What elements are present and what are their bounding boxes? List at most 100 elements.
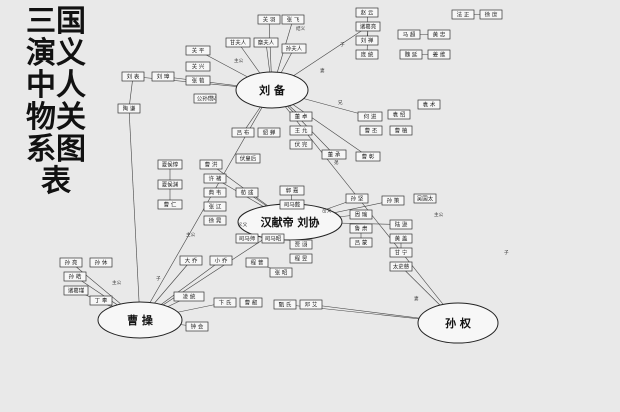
center-sunquan[interactable]: 孙 权	[417, 302, 499, 344]
person-box	[299, 299, 323, 310]
person-node-n26[interactable]: 王 允	[289, 125, 313, 136]
person-node-n54[interactable]: 周 瑜	[349, 209, 373, 220]
person-node-n35[interactable]: 曹 彰	[355, 151, 381, 162]
person-node-n42[interactable]: 张 辽	[203, 201, 227, 212]
person-node-n73[interactable]: 甄 氏	[273, 299, 297, 310]
person-node-n64[interactable]: 张 昭	[269, 267, 293, 278]
person-node-n49[interactable]: 贾 诩	[289, 239, 313, 250]
person-node-n7[interactable]: 马 超	[397, 29, 421, 40]
person-node-n72[interactable]: 曹 叡	[239, 297, 263, 308]
person-node-n30[interactable]: 何 进	[357, 111, 383, 122]
person-node-n63[interactable]: 程 普	[245, 257, 269, 268]
person-node-n15[interactable]: 孙夫人	[281, 43, 307, 54]
person-node-n41[interactable]: 典 韦	[203, 187, 227, 198]
person-node-n59[interactable]: 甘 宁	[389, 247, 413, 258]
person-node-n47[interactable]: 司马师	[235, 233, 259, 244]
person-box	[151, 71, 175, 82]
person-node-n1[interactable]: 关 羽	[257, 14, 281, 25]
person-node-n5[interactable]: 刘 禅	[355, 35, 379, 46]
person-box	[185, 321, 209, 332]
person-node-n12[interactable]: 徐 庶	[479, 9, 503, 20]
person-node-n71[interactable]: 卞 氏	[213, 297, 237, 308]
person-node-n52[interactable]: 孙 策	[381, 195, 405, 206]
person-node-n44[interactable]: 荀 彧	[235, 187, 259, 198]
person-node-n3[interactable]: 赵 云	[355, 7, 379, 18]
person-node-n43[interactable]: 徐 晃	[203, 215, 227, 226]
person-node-n48[interactable]: 司马昭	[261, 233, 285, 244]
person-node-n58[interactable]: 黄 盖	[389, 233, 413, 244]
person-node-n24[interactable]: 貂 蝉	[257, 127, 281, 138]
person-label: 孙 坚	[351, 195, 364, 203]
person-node-n56[interactable]: 吕 蒙	[349, 237, 373, 248]
person-node-n9[interactable]: 魏 延	[399, 49, 423, 60]
person-box	[381, 195, 405, 206]
person-box	[273, 299, 297, 310]
person-node-n53[interactable]: 吴国太	[413, 193, 437, 204]
person-node-n29[interactable]: 董 承	[321, 149, 347, 160]
person-node-n65[interactable]: 孙 亮	[59, 257, 83, 268]
person-node-n27[interactable]: 伏 完	[289, 139, 313, 150]
person-node-n17[interactable]: 关 兴	[185, 61, 211, 72]
person-node-n11[interactable]: 法 正	[451, 9, 475, 20]
person-node-n40[interactable]: 许 褚	[203, 173, 227, 184]
person-node-n10[interactable]: 姜 维	[427, 49, 451, 60]
person-node-n67[interactable]: 孙 皓	[63, 271, 87, 282]
person-node-n20[interactable]: 刘 璋	[151, 71, 175, 82]
person-node-n13[interactable]: 甘夫人	[225, 37, 251, 48]
person-node-n32[interactable]: 袁 术	[417, 99, 441, 110]
person-node-n23[interactable]: 吕 布	[231, 127, 255, 138]
center-caocao[interactable]: 曹 操	[97, 301, 183, 339]
person-node-n60[interactable]: 太史慈	[389, 261, 413, 272]
person-node-n18[interactable]: 张 苞	[185, 75, 211, 86]
person-box	[185, 75, 211, 86]
person-node-n50[interactable]: 程 昱	[289, 253, 313, 264]
person-box	[203, 173, 227, 184]
person-box	[389, 261, 413, 272]
person-box	[209, 255, 233, 266]
person-node-n61[interactable]: 大 乔	[179, 255, 203, 266]
person-node-n14[interactable]: 糜夫人	[253, 37, 279, 48]
center-liubei[interactable]: 刘 备	[235, 71, 309, 109]
person-box	[389, 125, 413, 136]
person-node-n68[interactable]: 诸葛瑾	[63, 285, 89, 296]
person-box	[279, 185, 305, 196]
person-node-n69[interactable]: 丁 奉	[89, 295, 113, 306]
person-node-n25[interactable]: 董 卓	[289, 111, 313, 122]
person-node-n16[interactable]: 关 平	[185, 45, 211, 56]
person-node-n22[interactable]: 陶 谦	[117, 103, 141, 114]
person-node-n6[interactable]: 庞 统	[355, 49, 379, 60]
center-xiandi[interactable]: 汉献帝 刘协	[237, 203, 343, 241]
person-node-n21[interactable]: 公孙瓒	[193, 93, 217, 104]
person-node-n45[interactable]: 郭 嘉	[279, 185, 305, 196]
person-node-n19[interactable]: 刘 表	[121, 71, 145, 82]
person-node-n37[interactable]: 夏侯渊	[157, 179, 183, 190]
relation-edge	[128, 76, 134, 109]
relation-label: 父	[212, 96, 217, 102]
person-node-n39[interactable]: 曹 洪	[199, 159, 223, 170]
person-node-n74[interactable]: 邓 艾	[299, 299, 323, 310]
person-box	[355, 49, 379, 60]
person-node-n70[interactable]: 凌 统	[173, 291, 205, 302]
person-node-n57[interactable]: 陆 逊	[389, 219, 413, 230]
person-node-n51[interactable]: 孙 坚	[345, 193, 369, 204]
person-node-n33[interactable]: 曹 丕	[359, 125, 383, 136]
person-node-n62[interactable]: 小 乔	[209, 255, 233, 266]
person-node-n38[interactable]: 曹 仁	[157, 199, 183, 210]
person-label: 曹 仁	[164, 201, 177, 209]
person-node-n55[interactable]: 鲁 肃	[349, 223, 373, 234]
person-node-n28[interactable]: 伏皇后	[235, 153, 261, 164]
person-node-n66[interactable]: 孙 休	[89, 257, 113, 268]
person-node-n31[interactable]: 袁 绍	[387, 109, 411, 120]
person-box	[349, 223, 373, 234]
person-node-n2[interactable]: 张 飞	[281, 14, 305, 25]
person-node-n75[interactable]: 钟 会	[185, 321, 209, 332]
person-node-n8[interactable]: 黄 忠	[427, 29, 451, 40]
person-node-n4[interactable]: 诸葛亮	[355, 21, 381, 32]
person-label: 司马师	[239, 235, 256, 243]
person-node-n36[interactable]: 夏侯惇	[157, 159, 183, 170]
person-box	[185, 45, 211, 56]
person-node-n34[interactable]: 曹 植	[389, 125, 413, 136]
relation-label: 岳父	[322, 207, 332, 214]
person-node-n46[interactable]: 司马懿	[279, 199, 305, 210]
